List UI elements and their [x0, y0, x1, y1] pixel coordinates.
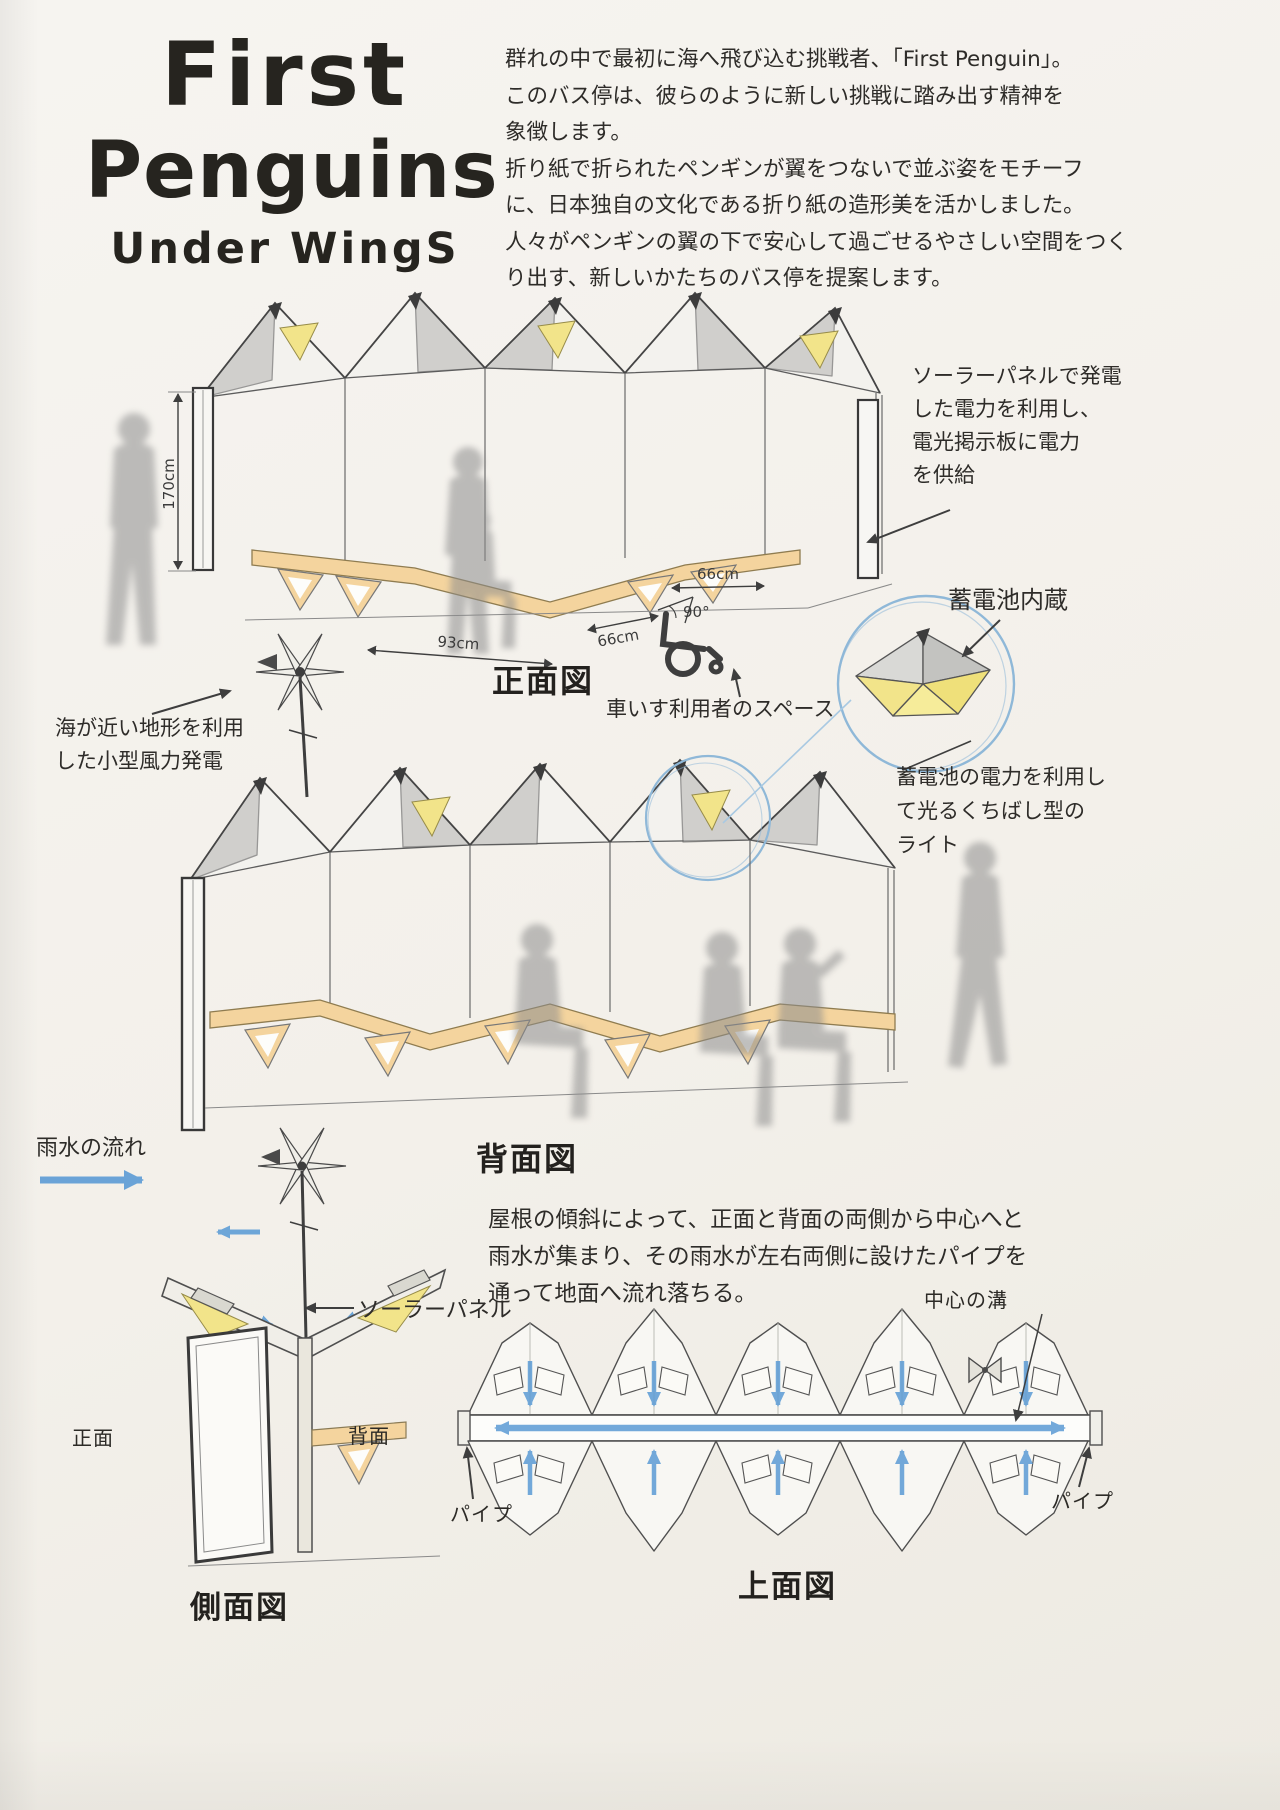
solar-panel [387, 1269, 431, 1297]
title-block: First Penguins Under WingS [85, 23, 499, 278]
title-line-penguins: Penguins [85, 126, 499, 216]
roof-lights [279, 320, 839, 370]
wind-turbine-icon [257, 1127, 347, 1339]
side-back-label: 背面 [348, 1424, 390, 1448]
angle-dimension: 90° [683, 603, 710, 621]
pipe-right-label: パイプ [1051, 1489, 1114, 1513]
width-dimension: 93cm [437, 633, 480, 654]
battery-note: 蓄電池内蔵 [948, 586, 1068, 614]
pipe-end-left [457, 1410, 471, 1446]
wheelchair-space-label: 車いす利用者のスペース [606, 697, 835, 721]
pipe-left-label: パイプ [450, 1502, 513, 1526]
intro-line: に、日本独自の文化である折り紙の造形美を活かしました。 [505, 193, 1085, 218]
wind-turbine-icon [255, 633, 345, 798]
depth-dimension-b: 66cm [697, 565, 739, 583]
title-line-first: First [160, 23, 410, 126]
solar-power-note: ソーラーパネルで発電 した電力を利用し、 電光掲示板に電力 を供給 [912, 364, 1122, 487]
top-view-drawing [457, 1308, 1103, 1552]
roof-outline [199, 291, 881, 399]
intro-line: このバス停は、彼らのように新しい挑戦に踏み出す精神を [505, 83, 1065, 109]
front-view-drawing: 170cm 93cm 66cm 90° 66cm [160, 291, 893, 677]
intro-line: 象徴します。 [505, 120, 632, 145]
water-flow-arrows [494, 1361, 1066, 1495]
depth-dimension-a: 66cm [596, 626, 640, 651]
dimension-lines [168, 391, 765, 669]
center-groove-label: 中心の溝 [924, 1288, 1008, 1312]
back-view-drawing [180, 754, 1007, 1132]
solar-panel-label: ソーラーパネル [358, 1298, 512, 1323]
side-view-label: 側面図 [190, 1590, 289, 1626]
person-silhouette [445, 447, 516, 654]
origami-module-detail [855, 631, 991, 717]
person-silhouette [106, 413, 158, 645]
beak-light-note: 蓄電池の電力を利用し て光るくちばし型の ライト [896, 765, 1106, 857]
roof-lights [411, 789, 731, 838]
intro-line: 群れの中で最初に海へ飛び込む挑戦者、「First Penguin」。 [505, 47, 1074, 72]
wind-power-note: 海が近い地形を利用 した小型風力発電 [55, 716, 244, 773]
wall-panels [344, 368, 883, 576]
rain-path-paragraph: 屋根の傾斜によって、正面と背面の両側から中心へと 雨水が集まり、その雨水が左右両… [488, 1207, 1028, 1307]
rain-flow-label: 雨水の流れ [36, 1136, 147, 1161]
concept-paragraph: 群れの中で最初に海へ飛び込む挑戦者、「First Penguin」。 このバス停… [505, 42, 1155, 298]
top-view-label: 上面図 [738, 1569, 837, 1605]
height-dimension: 170cm [160, 458, 178, 510]
penguin-beaks [268, 292, 842, 325]
battery-detail-drawing [836, 594, 1016, 774]
front-view-label: 正面図 [492, 662, 595, 700]
right-end-panel [856, 398, 880, 580]
roof-light [356, 1284, 432, 1333]
bow-icon [968, 1356, 1002, 1384]
pipe-end-right [1089, 1410, 1103, 1446]
back-view-label: 背面図 [476, 1140, 579, 1178]
bench [311, 1421, 407, 1447]
wheelchair-icon [659, 611, 724, 677]
person-silhouette [515, 842, 1007, 1126]
title-subtitle: Under WingS [110, 224, 460, 274]
intro-line: 折り紙で折られたペンギンが翼をつないで並ぶ姿をモチーフ [505, 156, 1084, 182]
bench-trusses [244, 1019, 772, 1080]
side-view-drawing [161, 1127, 447, 1567]
origami-roof [189, 759, 896, 881]
intro-line: 人々がペンギンの翼の下で安心して過ごせるやさしい空間をつく [505, 229, 1128, 255]
side-front-label: 正面 [72, 1426, 114, 1450]
intro-line: り出す、新しいかたちのバス停を提案します。 [505, 266, 953, 291]
wall-panels [329, 840, 895, 1072]
center-pole [297, 1337, 313, 1553]
solar-panel [190, 1287, 235, 1315]
front-panel [186, 1326, 274, 1564]
solar-panels-bottom [493, 1454, 1061, 1484]
